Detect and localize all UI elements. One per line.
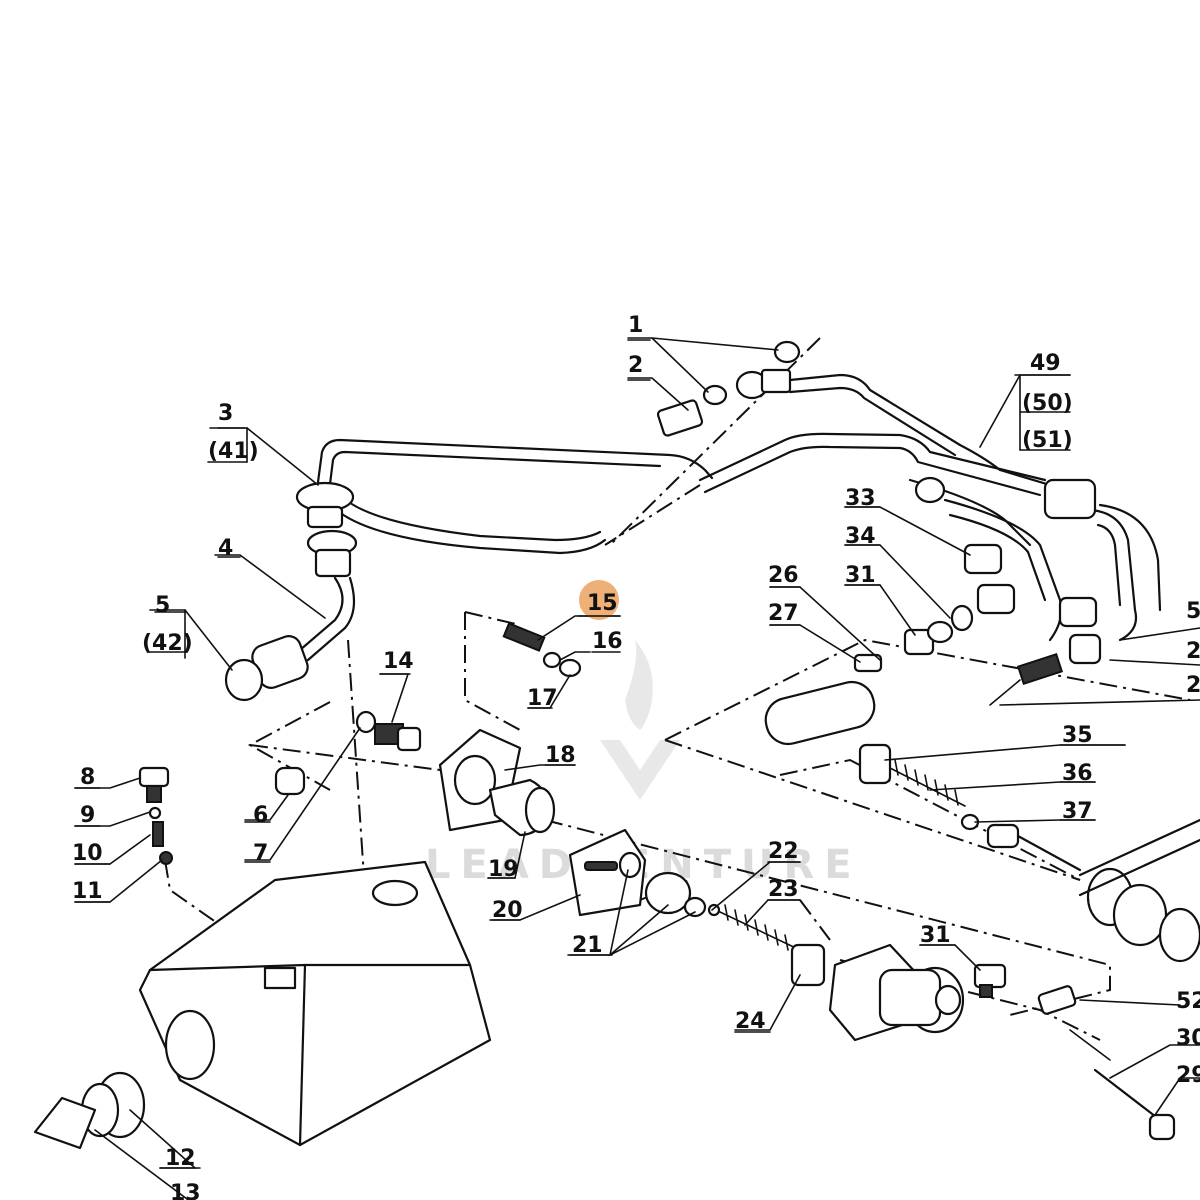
callout-52[interactable]: 52 (1176, 989, 1200, 1014)
callout-4[interactable]: 4 (218, 536, 233, 561)
callout-51[interactable]: (51) (1022, 428, 1073, 453)
callout-31-upper[interactable]: 31 (845, 563, 876, 588)
callout-41[interactable]: (41) (208, 439, 259, 464)
callout-14[interactable]: 14 (383, 649, 414, 674)
callout-17[interactable]: 17 (527, 686, 558, 711)
callout-5[interactable]: 5 (155, 593, 170, 618)
callout-29[interactable]: 29 (1176, 1063, 1200, 1088)
callout-27[interactable]: 27 (768, 601, 799, 626)
callout-2[interactable]: 2 (628, 353, 643, 378)
parts (33, 340, 1200, 1150)
callout-15[interactable]: 15 (587, 591, 618, 616)
callout-35[interactable]: 35 (1062, 723, 1093, 748)
highlight-marker[interactable] (579, 580, 619, 620)
callout-10[interactable]: 10 (72, 841, 103, 866)
callout-21[interactable]: 21 (572, 933, 603, 958)
callout-23[interactable]: 23 (768, 877, 799, 902)
callout-7[interactable]: 7 (253, 841, 268, 866)
label-underlines (74, 339, 1126, 1169)
callout-1[interactable]: 1 (628, 313, 643, 338)
callout-31-lower[interactable]: 31 (920, 923, 951, 948)
callout-22[interactable]: 22 (768, 839, 799, 864)
callout-edge-2a[interactable]: 2 (1186, 639, 1200, 664)
callout-8[interactable]: 8 (80, 765, 95, 790)
callout-49[interactable]: 49 (1030, 351, 1061, 376)
callout-18[interactable]: 18 (545, 743, 576, 768)
callout-13[interactable]: 13 (170, 1181, 201, 1200)
callout-9[interactable]: 9 (80, 803, 95, 828)
callout-24[interactable]: 24 (735, 1009, 766, 1034)
callout-26[interactable]: 26 (768, 563, 799, 588)
callout-16[interactable]: 16 (592, 629, 623, 654)
callout-3[interactable]: 3 (218, 401, 233, 426)
callout-edge-5[interactable]: 5 (1186, 599, 1200, 624)
callout-edge-2b[interactable]: 2 (1186, 673, 1200, 698)
callout-12[interactable]: 12 (165, 1146, 196, 1171)
callout-20[interactable]: 20 (492, 898, 523, 923)
callout-11[interactable]: 11 (72, 879, 103, 904)
callout-30[interactable]: 30 (1176, 1026, 1200, 1051)
callout-6[interactable]: 6 (253, 803, 268, 828)
